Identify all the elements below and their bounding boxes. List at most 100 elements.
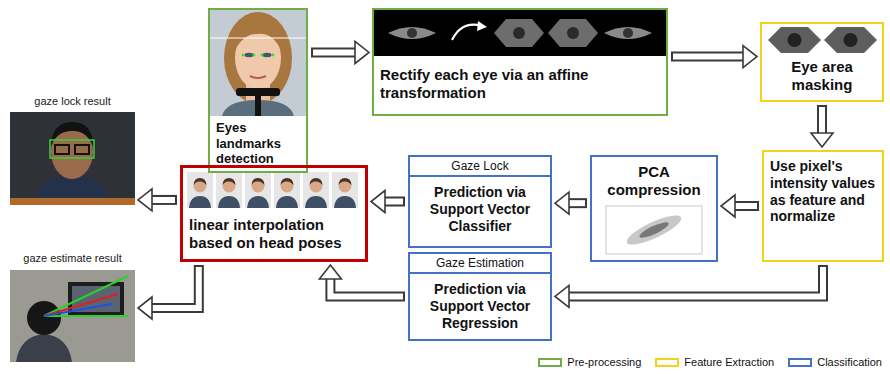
result-image: gaze lock result <box>10 95 135 207</box>
point-cloud-core <box>638 220 670 241</box>
chin-rest-post <box>255 96 261 116</box>
flow-arrow <box>671 56 757 57</box>
arrow-body <box>313 49 369 55</box>
legend-swatch <box>538 358 562 367</box>
flow-arrow <box>371 201 405 202</box>
person-thumbnail <box>332 172 358 208</box>
feature-box: Use pixel's intensity values as feature … <box>762 150 884 262</box>
legend: Pre-processing Feature Extraction Classifi… <box>538 356 882 369</box>
flow-arrow <box>555 265 823 296</box>
process-label: linear interpolation based on head poses <box>189 216 359 252</box>
image-caption: gaze lock result <box>10 95 135 108</box>
gaze-estimate-photo <box>10 270 135 362</box>
detection-box <box>50 140 94 158</box>
classification-box: Gaze EstimationPrediction via Support Ve… <box>408 252 552 341</box>
gaze-line <box>44 294 118 316</box>
legend-item: Classification <box>788 356 882 369</box>
flow-arrow <box>138 199 177 200</box>
photo-ground <box>210 10 306 116</box>
process-label: PCA compression <box>598 163 710 199</box>
eye <box>245 53 254 57</box>
glasses <box>55 145 69 154</box>
photo-ground <box>10 270 135 362</box>
eye-crops <box>374 10 666 56</box>
head <box>27 301 61 335</box>
flow-arrow <box>311 52 369 53</box>
arrow-outline <box>564 265 823 296</box>
iris <box>407 28 417 38</box>
curved-arrow-head <box>477 21 487 31</box>
iris <box>513 27 525 39</box>
rectified-eye <box>548 19 598 47</box>
process-label: Eye area masking <box>768 58 876 94</box>
pca-scatter <box>606 206 702 254</box>
arrow-outline <box>330 274 405 296</box>
arrow-body <box>721 203 757 209</box>
point-cloud <box>623 210 684 250</box>
iris <box>623 28 633 38</box>
legend-item: Pre-processing <box>538 356 641 369</box>
iris <box>788 33 802 47</box>
arrow-body <box>371 199 403 205</box>
arrow-body <box>673 54 757 60</box>
feature-box: Eye area masking <box>760 22 884 102</box>
flow-arrow <box>138 265 199 308</box>
chin-rest <box>236 88 280 96</box>
glasses <box>75 145 89 154</box>
rectified-eye <box>494 19 544 47</box>
masked-eye <box>768 27 821 53</box>
fringe <box>235 24 281 50</box>
hair <box>224 12 292 104</box>
shoulders <box>16 334 72 362</box>
flow-arrow <box>721 206 759 207</box>
plot-frame <box>606 206 702 254</box>
legend-swatch <box>788 358 812 367</box>
eye <box>263 53 272 57</box>
person-thumbnail <box>245 172 271 208</box>
interpolation-box: linear interpolation based on head poses <box>180 165 368 262</box>
stage-header: Gaze Estimation <box>410 254 550 274</box>
arrow-outline <box>147 265 199 308</box>
landmark-dot <box>242 54 245 57</box>
raw-eye <box>388 27 436 39</box>
legend-item: Feature Extraction <box>655 356 774 369</box>
shoulders <box>36 176 108 198</box>
hair <box>51 122 93 146</box>
process-label: Use pixel's intensity values as feature … <box>770 158 876 225</box>
gaze-lock-photo <box>10 112 135 205</box>
person-thumbnail <box>216 172 242 208</box>
masked-eyes <box>768 27 877 53</box>
flow-arrow <box>330 265 405 296</box>
desk <box>10 198 135 205</box>
face-photo <box>210 10 306 116</box>
landmark-dot <box>253 54 256 57</box>
mouth <box>250 76 266 78</box>
gaze-line <box>44 304 112 316</box>
photo-ground <box>10 112 135 205</box>
legend-label: Classification <box>817 356 882 369</box>
classification-box: Gaze LockPrediction via Support Vector C… <box>408 155 552 248</box>
result-image: gaze estimate result <box>10 252 135 364</box>
raw-eye <box>604 27 652 39</box>
landmark-dot <box>272 54 275 57</box>
iris <box>567 27 579 39</box>
gaze-line <box>44 315 128 317</box>
gaze-line <box>44 276 128 316</box>
preprocess-box: Eyes landmarks detection <box>208 8 308 173</box>
arrow-body <box>330 265 403 296</box>
landmark-dot <box>261 54 264 57</box>
masked-eye <box>824 27 877 53</box>
person-thumbnail <box>187 172 213 208</box>
process-label: Prediction via Support Vector Regression <box>410 274 550 338</box>
person-thumbnail <box>303 172 329 208</box>
stage-header: Gaze Lock <box>410 157 550 177</box>
head-pose-strip <box>187 172 358 208</box>
arrow-body <box>138 267 199 308</box>
guide-line <box>210 38 306 39</box>
arrow-body <box>819 107 825 147</box>
arrow-body <box>138 197 175 203</box>
image-caption: gaze estimate result <box>10 252 135 265</box>
flow-arrow <box>555 203 587 204</box>
crop-ground <box>374 10 666 56</box>
